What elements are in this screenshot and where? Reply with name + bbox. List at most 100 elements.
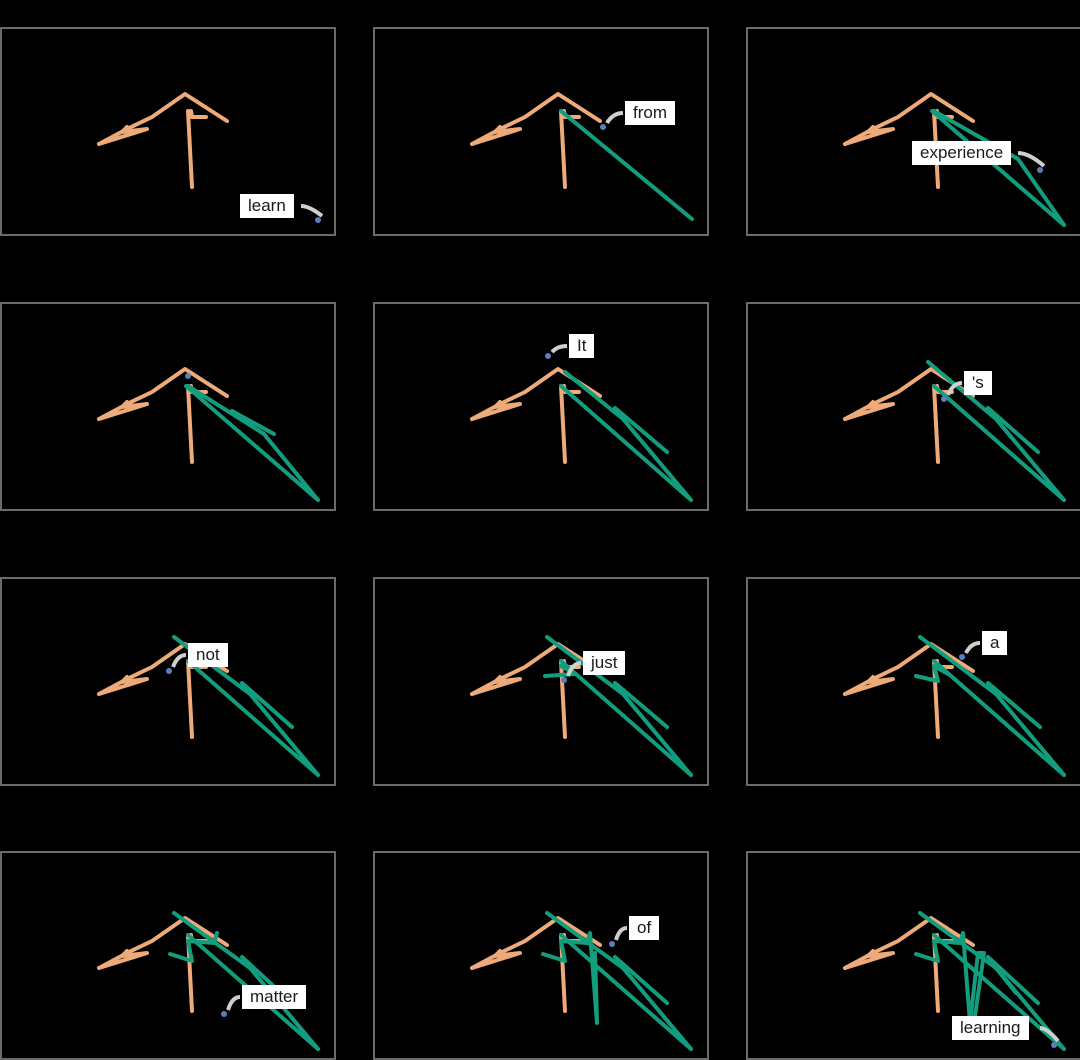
new-stroke [986, 681, 1042, 729]
pen-point-marker [185, 373, 191, 379]
new-stroke [559, 384, 693, 502]
new-stroke [932, 109, 1066, 227]
trajectory-panel-12: learning [746, 851, 1080, 1060]
prior-stroke [470, 916, 602, 970]
prior-stroke [559, 659, 567, 739]
pen-point-marker [545, 353, 551, 359]
callout-connector [566, 661, 582, 677]
stroke-plot [843, 92, 1066, 227]
new-stroke [563, 370, 693, 502]
trajectory-panel-6: 's [746, 302, 1080, 511]
prior-stroke [97, 367, 229, 421]
prior-stroke [97, 675, 149, 696]
prior-stroke [186, 109, 194, 189]
stroke-plot [97, 911, 320, 1051]
prior-stroke [843, 642, 975, 696]
new-stroke [186, 659, 320, 777]
prior-stroke [843, 916, 975, 970]
word-label: learn [240, 194, 294, 218]
new-stroke [926, 360, 1066, 502]
callout-connector [550, 344, 568, 354]
callout-connector [964, 641, 981, 654]
word-label: of [629, 916, 660, 940]
prior-stroke [186, 384, 194, 464]
word-label: It [569, 334, 595, 358]
new-stroke [186, 384, 320, 502]
new-stroke [240, 681, 294, 729]
trajectory-panel-8: just [373, 577, 709, 786]
stroke-plot [470, 344, 693, 502]
callout-connector [1017, 151, 1046, 168]
prior-stroke [932, 384, 940, 464]
word-label: learning [952, 1016, 1029, 1040]
new-stroke [545, 911, 693, 1051]
prior-stroke [97, 125, 149, 146]
prior-stroke [470, 675, 522, 696]
prior-stroke [186, 659, 194, 739]
new-stroke [986, 955, 1040, 1005]
new-stroke [914, 931, 986, 1025]
callout-connector [300, 204, 324, 218]
prior-stroke [470, 400, 522, 421]
prior-stroke [470, 125, 522, 146]
callout-connector [1039, 1026, 1060, 1043]
prior-stroke [189, 109, 208, 119]
pen-point-marker [959, 654, 965, 660]
new-stroke [932, 659, 1066, 777]
prior-stroke [97, 92, 229, 146]
callout-connector [605, 111, 624, 125]
callout-connector [171, 653, 187, 668]
new-stroke [541, 931, 599, 1025]
word-label: not [188, 643, 228, 667]
trajectory-panel-1: learn [0, 27, 336, 236]
callout-connector [946, 381, 963, 396]
pen-point-marker [1051, 1042, 1057, 1048]
trajectory-panel-9: a [746, 577, 1080, 786]
trajectory-panel-7: not [0, 577, 336, 786]
stroke-plot [843, 360, 1066, 502]
new-stroke [986, 406, 1040, 454]
trajectory-panel-2: from [373, 27, 709, 236]
pen-point-marker [561, 677, 567, 683]
trajectory-panel-3: experience [746, 27, 1080, 236]
trajectory-panel-4 [0, 302, 336, 511]
pen-point-marker [315, 217, 321, 223]
pen-point-marker [166, 668, 172, 674]
new-stroke [613, 681, 669, 729]
word-label: 's [964, 371, 992, 395]
word-label: matter [242, 985, 307, 1009]
new-stroke [930, 109, 1066, 227]
stroke-plot [97, 92, 324, 223]
prior-stroke [843, 675, 895, 696]
new-stroke [559, 933, 693, 1051]
word-label: just [583, 651, 626, 675]
prior-stroke [843, 400, 895, 421]
prior-stroke [843, 92, 975, 146]
prior-stroke [559, 109, 567, 189]
new-stroke [918, 635, 1066, 777]
prior-stroke [97, 949, 149, 970]
stroke-plot [470, 92, 694, 221]
stroke-plot [97, 635, 320, 777]
callout-connector [226, 995, 241, 1011]
prior-stroke [470, 642, 602, 696]
trajectory-panel-5: It [373, 302, 709, 511]
stroke-plot [470, 911, 693, 1051]
pen-point-marker [221, 1011, 227, 1017]
pen-point-marker [1037, 167, 1043, 173]
new-stroke [559, 109, 694, 221]
callout-connector [614, 926, 628, 941]
pen-point-marker [609, 941, 615, 947]
new-stroke [184, 384, 320, 502]
new-stroke [559, 659, 693, 777]
new-stroke [932, 384, 1066, 502]
pen-point-marker [600, 124, 606, 130]
new-stroke [613, 406, 669, 454]
new-stroke [172, 911, 320, 1051]
new-stroke [543, 664, 577, 678]
prior-stroke [97, 400, 149, 421]
trajectory-panel-10: matter [0, 851, 336, 1060]
new-stroke [545, 635, 693, 777]
word-label: a [982, 631, 1008, 655]
new-stroke [994, 966, 1018, 995]
